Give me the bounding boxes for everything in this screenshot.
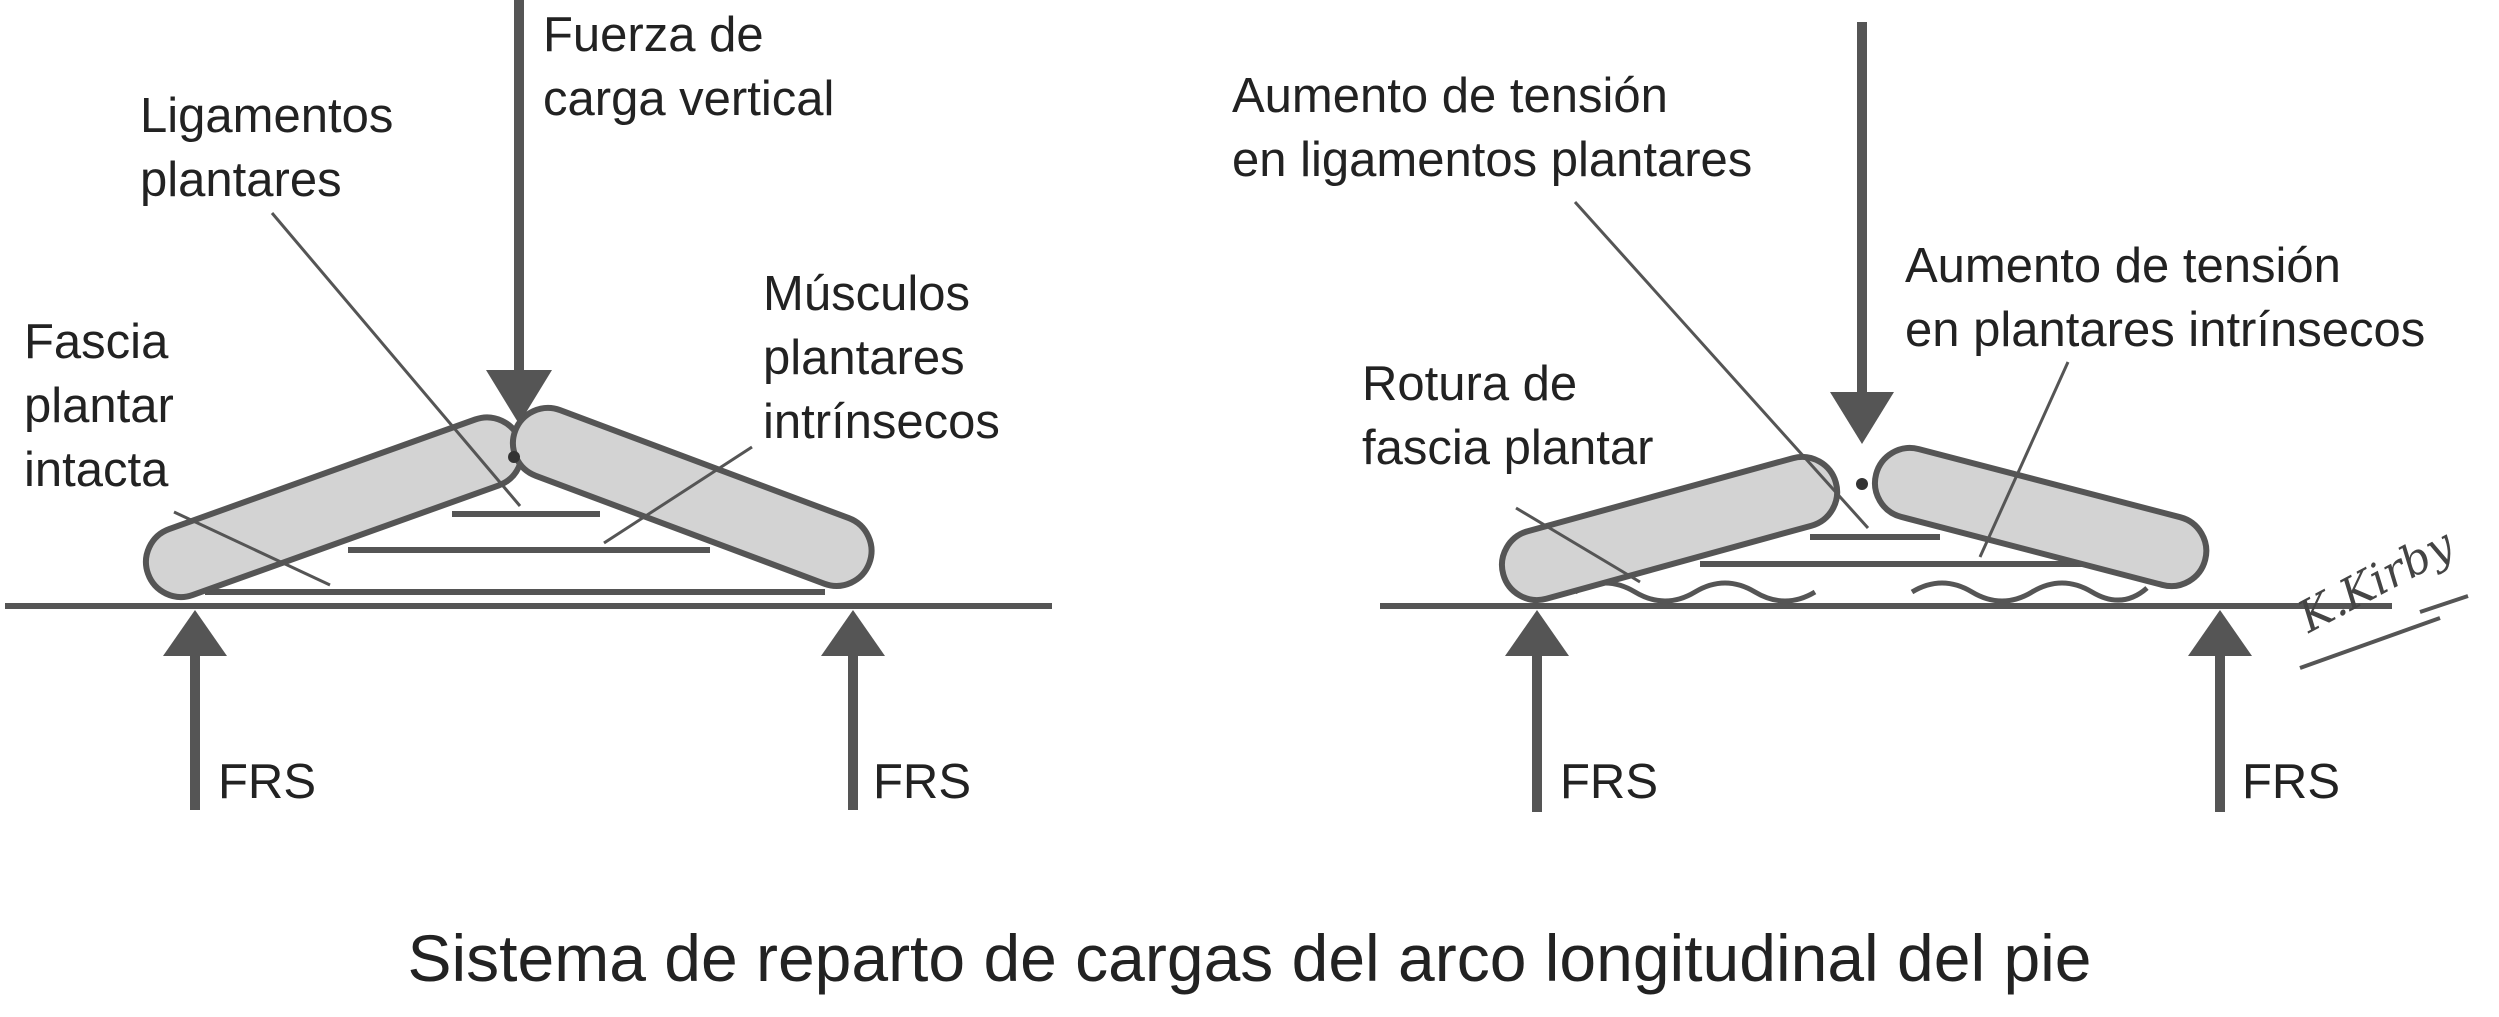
signature-flourish: [2299, 594, 2469, 670]
right-fascia-rupture-1: [1573, 580, 1817, 604]
left-ligaments-label: Ligamentos plantares: [140, 89, 394, 207]
left-load-label: Fuerza de carga vertical: [543, 8, 835, 126]
left-load-arrow-head: [486, 370, 552, 424]
right-fascia-leader: [1515, 506, 1641, 584]
left-muscles-leader: [603, 445, 753, 545]
right-frs-arrow-1-head: [1505, 610, 1569, 656]
left-panel: [5, 0, 1052, 810]
right-muscles-label: Aumento de tensión en plantares intrínse…: [1905, 239, 2426, 357]
left-frs-label-2: FRS: [873, 755, 971, 809]
left-joint-dot: [508, 451, 520, 463]
right-ligaments-leader: [1573, 200, 1870, 530]
right-muscles-leader: [1978, 361, 2070, 558]
left-muscles-label: Músculos plantares intrínsecos: [763, 267, 1000, 449]
right-rearfoot-bone: [1499, 453, 1841, 603]
left-frs-arrow-1-head: [163, 610, 227, 656]
right-ligaments-label: Aumento de tensión en ligamentos plantar…: [1232, 69, 1753, 187]
left-frs-label-1: FRS: [218, 755, 316, 809]
right-frs-label-2: FRS: [2242, 755, 2340, 809]
left-fascia-label: Fascia plantar intacta: [24, 315, 174, 497]
left-rearfoot-bone: [143, 414, 525, 600]
right-frs-label-1: FRS: [1560, 755, 1658, 809]
left-fascia-leader: [173, 510, 331, 587]
right-joint-dot: [1856, 478, 1868, 490]
right-frs-arrow-2-head: [2188, 610, 2252, 656]
left-forefoot-bone: [510, 405, 875, 589]
right-forefoot-bone: [1872, 445, 2210, 590]
right-panel: [1380, 22, 2469, 812]
left-ligaments-leader: [270, 212, 522, 507]
left-frs-arrow-2-head: [821, 610, 885, 656]
right-load-arrow-head: [1830, 392, 1894, 444]
right-fascia-label: Rotura de fascia plantar: [1362, 357, 1654, 475]
figure-caption: Sistema de reparto de cargas del arco lo…: [407, 921, 2092, 995]
right-fascia-rupture-2: [1910, 580, 2149, 604]
